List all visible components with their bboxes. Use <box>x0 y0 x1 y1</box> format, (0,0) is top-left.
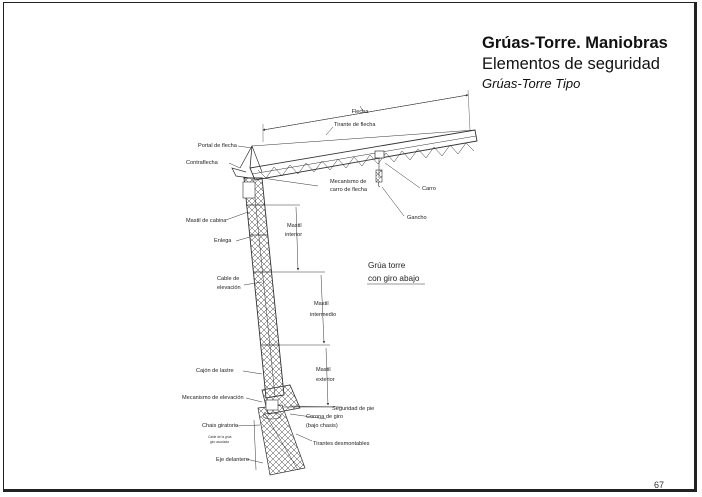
diagram-caption: Grúa torre con giro abajo <box>367 261 425 285</box>
label-mastil-exterior-2: exterior <box>316 377 335 383</box>
label-mastil-intermedio-1: Mastil <box>314 301 329 307</box>
label-mecanismo-carro-2: carro de flecha <box>330 187 368 193</box>
trolley <box>374 150 385 188</box>
label-flecha: Flecha <box>352 109 370 115</box>
diagram-labels: Flecha Tirante de flecha Portal de flech… <box>182 109 436 463</box>
page-subtitle: Elementos de seguridad <box>482 55 660 73</box>
label-seguridad-pie: Seguridad de pie <box>332 406 374 412</box>
label-tirantes: Tirantes desmontables <box>313 441 370 447</box>
label-corona-1: Corona de giro <box>306 414 343 420</box>
label-cable-1: Cable de <box>217 276 239 282</box>
page-title: Grúas-Torre. Maniobras <box>482 34 668 52</box>
label-mastil-cabina: Mastil de cabina <box>186 218 227 224</box>
label-small-1: Cable de la grúa <box>208 435 232 439</box>
page-subtitle-italic: Grúas-Torre Tipo <box>482 76 581 91</box>
caption-line-1: Grúa torre <box>368 261 406 270</box>
page-frame <box>3 2 697 492</box>
tower-mast <box>242 177 285 399</box>
label-small-2: giro asociada <box>210 440 229 444</box>
label-gancho: Gancho <box>407 215 427 221</box>
label-mecanismo-carro-1: Mecanismo de <box>330 179 366 185</box>
crane-base <box>253 384 306 476</box>
label-enlega: Enlega <box>214 238 232 244</box>
mast-dimensions <box>264 204 332 408</box>
label-mecanismo-elevacion: Mecanismo de elevación <box>182 395 244 401</box>
label-cable-2: elevación <box>217 285 241 291</box>
label-chasis: Chais giratorio <box>202 423 238 429</box>
label-cajon-lastre: Cajón de lastre <box>196 368 234 374</box>
caption-line-2: con giro abajo <box>368 274 420 283</box>
page-number: 67 <box>654 480 665 490</box>
label-corona-2: (bajo chasis) <box>306 423 338 429</box>
label-mastil-intermedio-2: intermedio <box>310 312 336 318</box>
label-contraflecha: Contraflecha <box>186 160 219 166</box>
label-mastil-interior-1: Mastil <box>287 223 302 229</box>
label-eje: Eje delantero <box>216 457 249 463</box>
label-mastil-interior-2: interior <box>285 232 302 238</box>
label-tirante: Tirante de flecha <box>334 122 376 128</box>
label-carro: Carro <box>422 186 436 192</box>
jib <box>231 129 478 181</box>
leader-lines <box>225 105 421 464</box>
flecha-dimension <box>262 89 471 142</box>
label-mastil-exterior-1: Mastil <box>316 367 331 373</box>
label-portal: Portal de flecha <box>198 143 238 149</box>
